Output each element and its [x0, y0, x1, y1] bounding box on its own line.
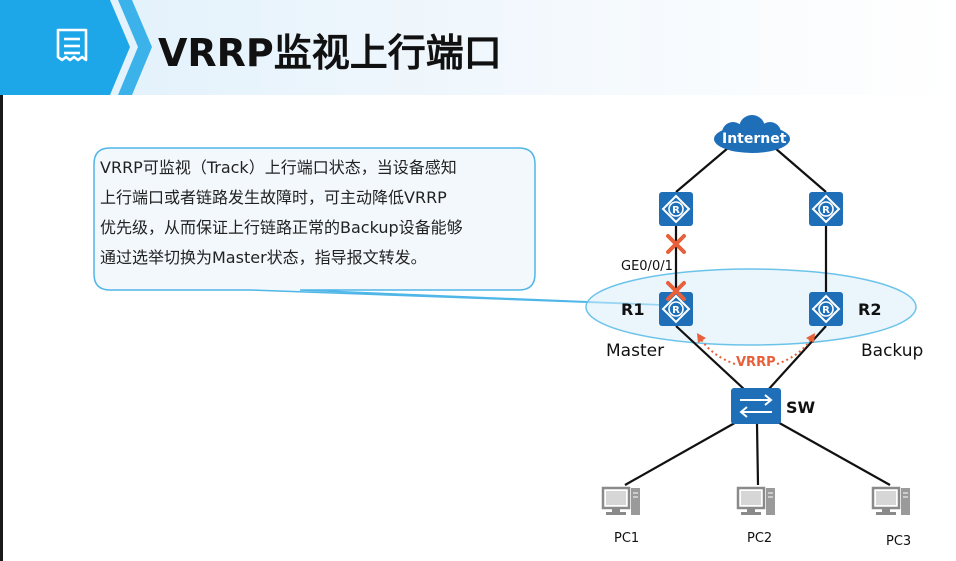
upper-right-router [808, 191, 844, 227]
vrrp-heartbeat-arrows [699, 337, 813, 365]
vrrp-arrow-head-right [806, 333, 815, 343]
internet-label: Internet [722, 131, 787, 147]
callout-text: VRRP可监视（Track）上行端口状态，当设备感知 上行端口或者链路发生故障时… [100, 153, 525, 273]
topology-links [624, 147, 891, 486]
vrrp-label: VRRP [736, 355, 776, 370]
callout-line: 上行端口或者链路发生故障时，可主动降低VRRP [100, 188, 447, 207]
slide-header: VRRP监视上行端口 [0, 0, 956, 95]
r1-label: R1 [621, 300, 645, 319]
fault-x-icon [666, 281, 686, 301]
internet-cloud [714, 115, 790, 153]
callout-bubble [93, 147, 691, 307]
switch-label: SW [786, 398, 816, 417]
backup-label: Backup [861, 341, 924, 361]
link-internet-upper-left [675, 147, 729, 193]
link-internet-upper-right [774, 147, 827, 193]
link-sw-pc2 [755, 423, 760, 486]
router-r2 [808, 291, 844, 327]
router-r1 [658, 291, 694, 327]
link-r1-sw [675, 325, 746, 391]
page-title: VRRP监视上行端口 [158, 31, 502, 75]
pc-icon [736, 486, 777, 517]
r2-label: R2 [858, 300, 882, 319]
callout-line: VRRP可监视（Track）上行端口状态，当设备感知 [100, 158, 457, 177]
callout-line: 优先级，从而保证上行链路正常的Backup设备能够 [100, 218, 463, 237]
link-sw-pc3 [773, 419, 891, 486]
list-document-icon [56, 28, 88, 62]
fault-x-icon [666, 234, 686, 254]
pc3-label: PC3 [886, 534, 912, 549]
callout-line: 通过选举切换为Master状态，指导报文转发。 [100, 248, 427, 267]
link-r2-sw [767, 325, 827, 391]
pc-icon [871, 486, 912, 517]
header-background [0, 0, 956, 95]
pc2-label: PC2 [747, 531, 773, 546]
left-border-rule [0, 95, 3, 561]
port-label: GE0/0/1 [621, 259, 673, 274]
pc-icon [601, 486, 642, 517]
vrrp-arrow-head-left [697, 333, 706, 343]
switch-sw [731, 388, 781, 424]
link-sw-pc1 [624, 419, 741, 486]
pc1-label: PC1 [614, 531, 640, 546]
master-label: Master [606, 341, 665, 361]
upper-left-router [658, 191, 694, 227]
